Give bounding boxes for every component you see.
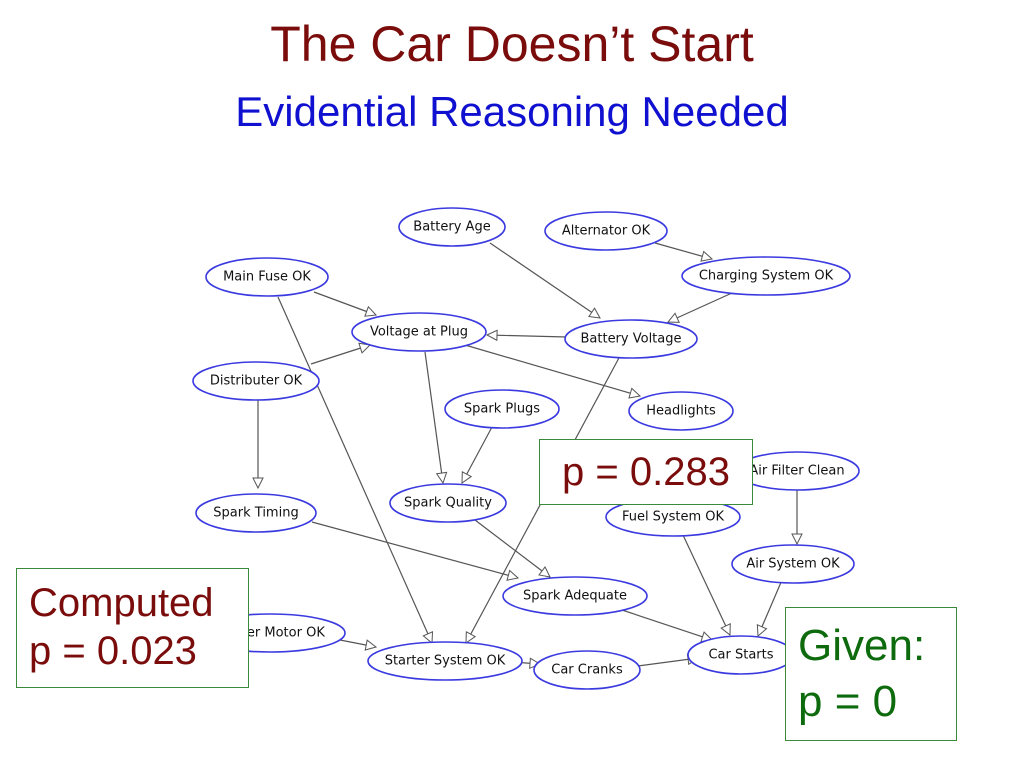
probability-box-middle: p = 0.283 [539, 439, 753, 505]
edge-batteryage-batteryvoltage [489, 242, 600, 318]
edge-voltageatplug-sparkquality [424, 351, 443, 483]
node-battery-voltage[interactable] [564, 319, 698, 359]
node-spark-adequate[interactable] [502, 576, 648, 616]
edge-alternator-charging [654, 242, 712, 259]
node-charging-system-ok[interactable] [681, 256, 851, 296]
label-distributer-ok: Distributer OK [210, 374, 303, 389]
label-spark-timing: Spark Timing [213, 506, 298, 521]
label-charging-system-ok: Charging System OK [699, 269, 834, 284]
edge-distributer-voltageatplug [310, 345, 370, 365]
edge-sparkplugs-sparkquality [461, 426, 493, 483]
edge-carcranks-carstarts [629, 658, 698, 668]
edge-startermotor-startersystem [339, 640, 376, 647]
label-battery-age: Battery Age [413, 220, 490, 235]
node-spark-quality[interactable] [389, 483, 507, 523]
edge-mainfuse-startersystem [277, 296, 432, 643]
edge-voltageatplug-headlights [464, 344, 640, 396]
computed-value: p = 0.023 [29, 629, 197, 673]
label-headlights: Headlights [646, 404, 716, 419]
probability-middle-value: p = 0.283 [562, 450, 730, 494]
node-alternator-ok[interactable] [544, 211, 668, 251]
computed-box: Computed p = 0.023 [16, 568, 249, 688]
edge-fuelsystem-carstarts [682, 534, 730, 635]
label-spark-adequate: Spark Adequate [523, 589, 627, 604]
slide-title: The Car Doesn’t Start [270, 16, 754, 72]
edge-sparkadequate-carstarts [621, 609, 712, 640]
node-spark-timing[interactable] [195, 493, 317, 533]
node-starter-system-ok[interactable] [367, 641, 523, 681]
label-main-fuse-ok: Main Fuse OK [223, 270, 311, 285]
node-distributer-ok[interactable] [192, 361, 320, 401]
node-main-fuse-ok[interactable] [205, 257, 329, 297]
label-battery-voltage: Battery Voltage [580, 332, 681, 347]
label-spark-quality: Spark Quality [404, 496, 492, 511]
given-box: Given: p = 0 [785, 607, 957, 741]
label-fuel-system-ok: Fuel System OK [622, 510, 725, 525]
node-voltage-at-plug[interactable] [351, 312, 487, 352]
label-starter-system-ok: Starter System OK [385, 654, 506, 669]
node-headlights[interactable] [628, 391, 734, 431]
node-battery-age[interactable] [398, 207, 506, 247]
node-spark-plugs[interactable] [444, 389, 560, 429]
computed-label: Computed [29, 581, 214, 625]
edge-mainfuse-voltageatplug [313, 291, 376, 315]
node-air-system-ok[interactable] [731, 544, 855, 584]
label-air-filter-clean: Air Filter Clean [749, 464, 844, 479]
label-voltage-at-plug: Voltage at Plug [370, 325, 468, 340]
label-spark-plugs: Spark Plugs [464, 402, 540, 417]
slide-subtitle: Evidential Reasoning Needed [235, 88, 789, 135]
label-car-starts: Car Starts [708, 648, 773, 663]
given-value: p = 0 [798, 677, 898, 726]
label-alternator-ok: Alternator OK [562, 224, 651, 239]
edge-batteryvoltage-voltageatplug [487, 335, 568, 337]
edge-sparktiming-sparkadequate [311, 521, 518, 578]
edges [258, 242, 797, 668]
label-air-system-ok: Air System OK [746, 557, 840, 572]
edge-charging-batteryvoltage [668, 292, 733, 322]
edge-airsystem-carstarts [758, 579, 783, 636]
given-label: Given: [798, 621, 926, 670]
node-car-cranks[interactable] [533, 650, 641, 690]
label-car-cranks: Car Cranks [551, 663, 623, 678]
edge-sparkquality-sparkadequate [474, 519, 550, 577]
